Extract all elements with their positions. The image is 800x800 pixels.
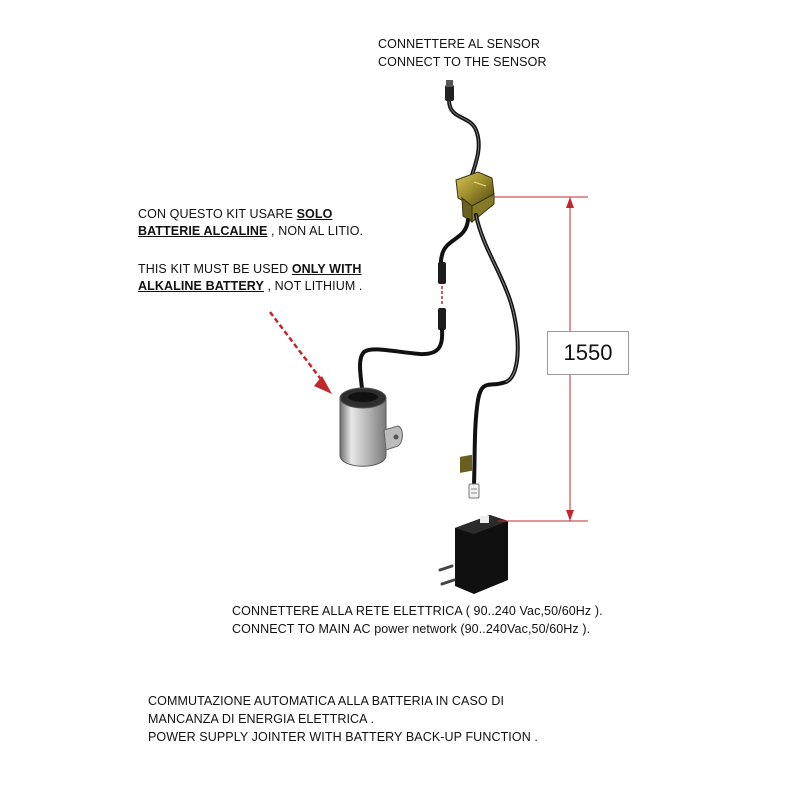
battery-note-en-line1: THIS KIT MUST BE USED ONLY WITH (138, 262, 362, 276)
mains-label-en: CONNECT TO MAIN AC power network (90..24… (232, 622, 591, 636)
inline-connector-icon (438, 262, 446, 330)
sensor-connector-icon (445, 80, 454, 101)
footer-line-1: COMMUTAZIONE AUTOMATICA ALLA BATTERIA IN… (148, 694, 505, 708)
sensor-cable (447, 98, 481, 177)
battery-cable-lower (358, 328, 445, 390)
power-cable (472, 213, 520, 487)
battery-holder-icon (339, 387, 403, 467)
battery-note-it-line2: BATTERIE ALCALINE , NON AL LITIO. (138, 224, 364, 238)
power-adapter-icon (438, 454, 508, 594)
arrow-icon (269, 311, 332, 394)
sensor-label-it: CONNETTERE AL SENSOR (378, 37, 540, 51)
footer-line-2: MANCANZA DI ENERGIA ELETTRICA . (148, 712, 375, 726)
power-cable-highlight (475, 214, 519, 383)
footer-line-3: POWER SUPPLY JOINTER WITH BATTERY BACK-U… (148, 730, 538, 744)
junction-box-icon (455, 171, 495, 224)
dimension-value: 1550 (547, 331, 629, 375)
battery-note-it-line1: CON QUESTO KIT USARE SOLO (138, 207, 333, 221)
power-plug-connector-icon (468, 483, 480, 499)
sensor-label-en: CONNECT TO THE SENSOR (378, 55, 547, 69)
battery-note-en-line2: ALKALINE BATTERY , NOT LITHIUM . (138, 279, 363, 293)
sensor-cable-highlight (448, 99, 480, 176)
mains-label-it: CONNETTERE ALLA RETE ELETTRICA ( 90..240… (232, 604, 603, 618)
